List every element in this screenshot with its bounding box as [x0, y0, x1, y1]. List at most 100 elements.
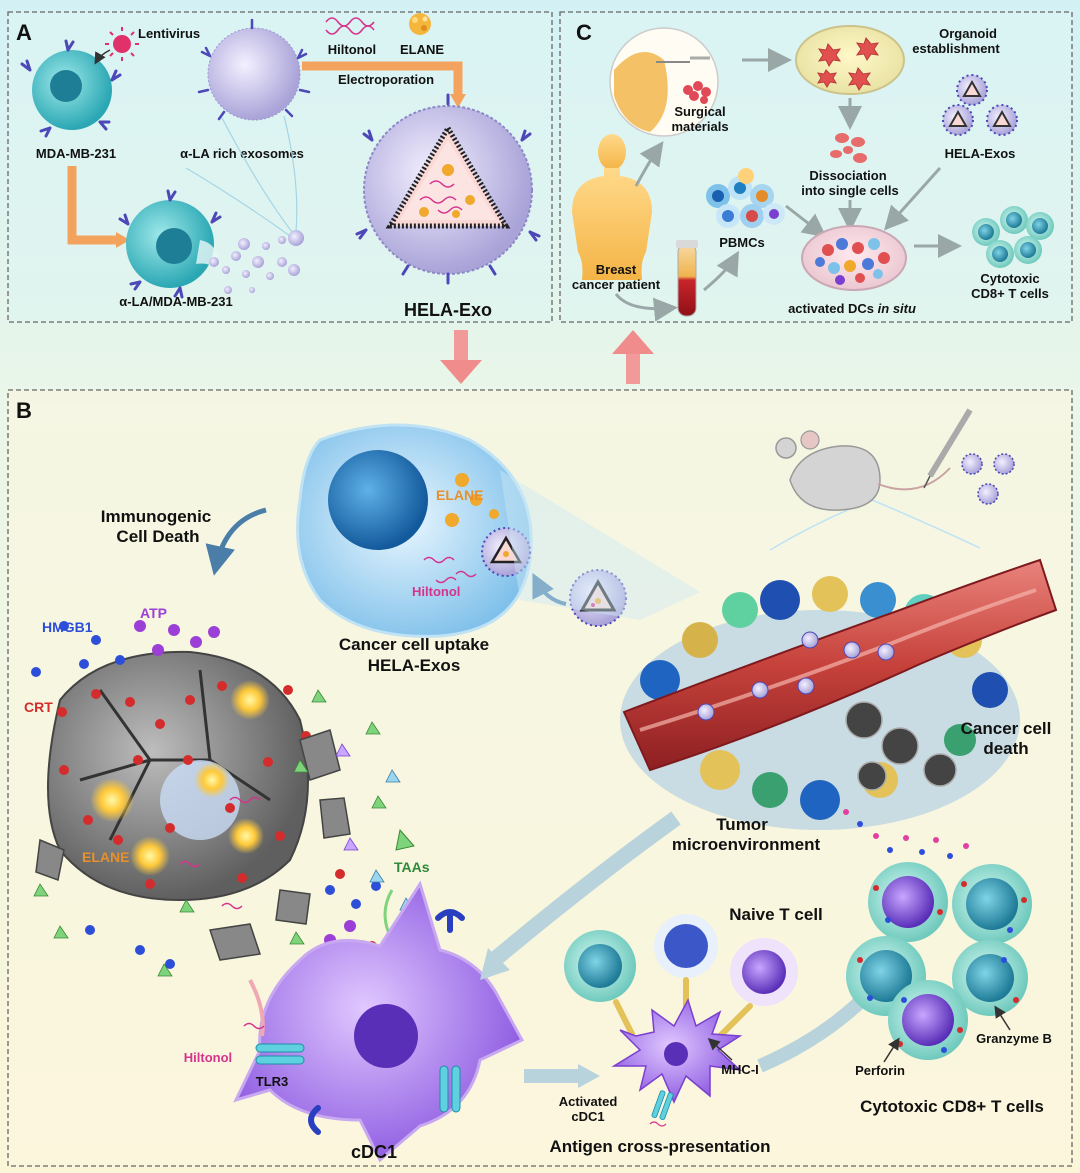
- mda-mb-231-cell: [20, 39, 122, 138]
- arrow-head-electroporation: [450, 94, 466, 108]
- mhc-receptors-dc: [308, 909, 465, 1135]
- arrow-mda-to-alpha: [67, 166, 118, 245]
- patient-label-1: Breast: [596, 262, 637, 277]
- hiltonol-label-a: Hiltonol: [328, 42, 376, 57]
- hela-exos-injection: [961, 453, 1015, 505]
- cdc1-label: cDC1: [351, 1142, 397, 1162]
- panel-b-letter: B: [16, 398, 32, 423]
- activated-cdc1: [611, 998, 743, 1127]
- panel-c-letter: C: [576, 20, 592, 45]
- hmgb1-label: HMGB1: [42, 619, 93, 635]
- arrow-exos-to-dish: [883, 166, 942, 231]
- alpha-la-exosome: [197, 18, 311, 121]
- arrow-to-icd: [205, 507, 267, 576]
- lentivirus-icon: [94, 27, 139, 65]
- hela-exos-label-c: HELA-Exos: [945, 146, 1016, 161]
- surgical-label-2: materials: [671, 119, 728, 134]
- hiltonol-rna-dc: [243, 1022, 265, 1030]
- in-situ-text: in situ: [878, 301, 916, 316]
- small-exosomes-cloud: [209, 230, 304, 294]
- arrow-a-to-b: [440, 330, 482, 384]
- cytotoxic-cells-c: [972, 206, 1054, 268]
- ctl-cluster: [846, 862, 1032, 1060]
- tumor-microenvironment: [620, 558, 1058, 830]
- arrow-tme-to-cdc1: [488, 811, 681, 967]
- arrow-head-presentation: [578, 1064, 600, 1088]
- patient-label-2: cancer patient: [572, 277, 661, 292]
- dissociation-label-1: Dissociation: [809, 168, 886, 183]
- hela-exo-large: [355, 93, 541, 285]
- activated-cdc1-label-1: Activated: [559, 1094, 618, 1109]
- debris-fragments: [35, 729, 351, 961]
- mouse-icon: [775, 430, 951, 511]
- single-cells-icon: [830, 133, 867, 163]
- arrow-patient-to-surgery: [634, 141, 664, 187]
- dissociation-label-2: into single cells: [801, 183, 899, 198]
- elane-icon: [409, 13, 431, 35]
- icd-label-2: Cell Death: [116, 527, 199, 546]
- electroporation-label: Electroporation: [338, 72, 434, 87]
- organoid-dish: [795, 25, 905, 95]
- activated-cdc1-label-2: cDC1: [571, 1109, 604, 1124]
- arrow-head-tme: [480, 948, 510, 980]
- taa-label: TAAs: [394, 859, 430, 875]
- atp-label: ATP: [140, 605, 167, 621]
- arrow-b-to-c: [612, 330, 654, 384]
- elane-label-cell: ELANE: [436, 487, 483, 503]
- surgical-tissue-icon: [683, 81, 711, 104]
- tlr3-label: TLR3: [256, 1074, 289, 1089]
- mhc-pointer: [707, 1037, 733, 1061]
- arrow-pbmc-to-dish: [785, 204, 827, 238]
- arrow-blood-to-pbmc: [703, 250, 739, 292]
- granzyme-label: Granzyme B: [976, 1031, 1052, 1046]
- syringe-icon: [923, 408, 973, 489]
- blood-tube: [676, 240, 698, 317]
- death-label-1: Cancer cell: [961, 719, 1052, 738]
- arrow-presentation-to-ctl: [757, 994, 867, 1073]
- exosome-release-lines: [185, 115, 298, 237]
- arrow-patient-to-blood: [614, 293, 678, 322]
- mhc-label: MHC-I: [721, 1062, 759, 1077]
- hela-exo-entering: [569, 569, 627, 627]
- pbmc-cluster: [706, 168, 785, 228]
- naive-t-cells: [564, 914, 798, 1006]
- mda-label: MDA-MB-231: [36, 146, 116, 161]
- uptake-label-2: HELA-Exos: [368, 656, 461, 675]
- cytotoxic-label-1: Cytotoxic: [980, 271, 1039, 286]
- dying-cancer-cell: [47, 650, 311, 910]
- tme-label-1: Tumor: [716, 815, 768, 834]
- hiltonol-label-dc: Hiltonol: [184, 1050, 232, 1065]
- hiltonol-label-cell: Hiltonol: [412, 584, 460, 599]
- patient-silhouette: [572, 134, 652, 280]
- uptake-label-1: Cancer cell uptake: [339, 635, 489, 654]
- zoom-ray: [500, 470, 700, 620]
- arrow-exo-uptake: [532, 572, 567, 606]
- arrow-head-mda: [116, 232, 130, 248]
- elane-label-dying: ELANE: [82, 849, 129, 865]
- elane-label-a: ELANE: [400, 42, 444, 57]
- death-label-2: death: [983, 739, 1028, 758]
- granzyme-pointer: [994, 1005, 1011, 1031]
- cancer-cell-uptake: [296, 423, 533, 638]
- ctl-label: Cytotoxic CD8+ T cells: [860, 1097, 1044, 1116]
- naive-t-label: Naive T cell: [729, 905, 823, 924]
- icd-label-1: Immunogenic: [101, 507, 212, 526]
- tme-label-2: microenvironment: [672, 835, 821, 854]
- pbmc-label: PBMCs: [719, 235, 765, 250]
- perforin-pointer: [883, 1037, 900, 1063]
- activated-dcs-text: activated DCs: [788, 301, 878, 316]
- organoid-label-2: establishment: [912, 41, 1000, 56]
- activated-dc-dish: [801, 225, 907, 291]
- electroporation-arrow: [302, 61, 463, 96]
- organoid-label-1: Organoid: [939, 26, 997, 41]
- lentivirus-label: Lentivirus: [138, 26, 200, 41]
- hela-exos-small-c: [942, 74, 1018, 136]
- hiltonol-to-tlr3-arrow: [248, 979, 265, 1037]
- crt-label: CRT: [24, 699, 53, 715]
- panel-a-letter: A: [16, 20, 32, 45]
- cross-presentation-label: Antigen cross-presentation: [549, 1137, 770, 1156]
- activated-dcs-label: activated DCs in situ: [788, 301, 916, 316]
- alpha-la-mda-label: α-LA/MDA-MB-231: [119, 294, 232, 309]
- hiltonol-icon: [325, 17, 375, 35]
